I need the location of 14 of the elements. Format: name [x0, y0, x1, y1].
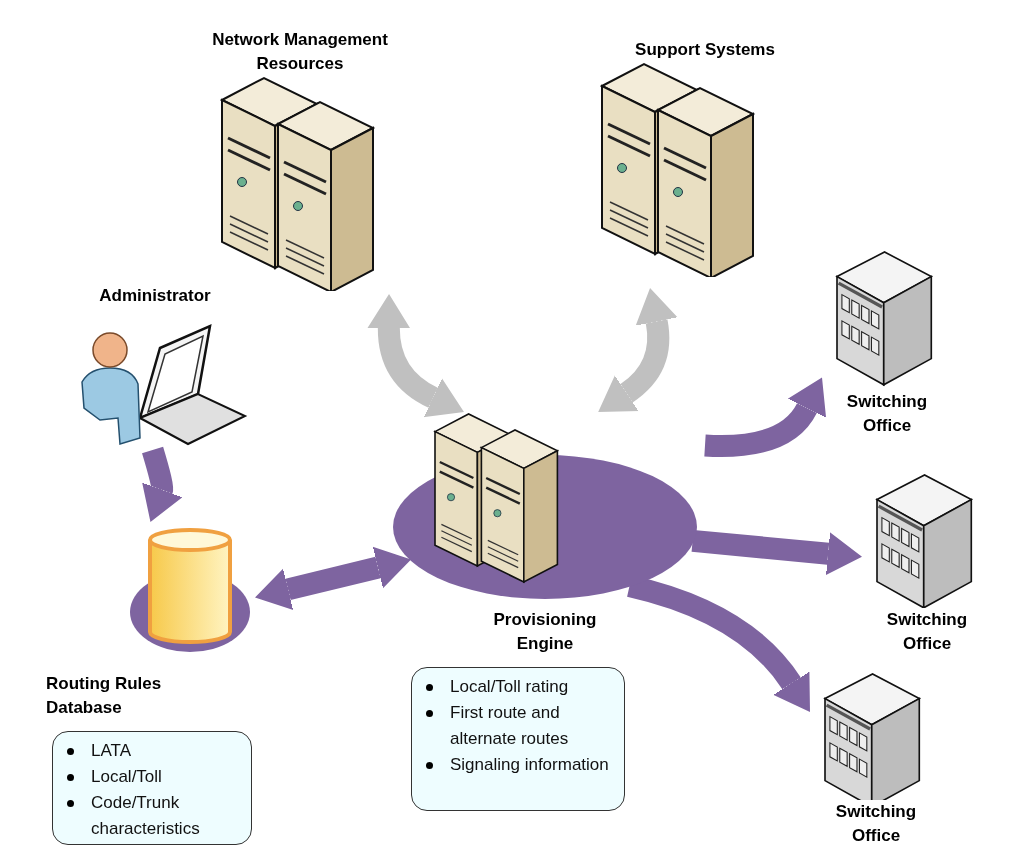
node-title: Administrator — [99, 285, 211, 307]
node-title: Provisioning Engine — [492, 609, 598, 655]
node-title: Switching Office — [845, 391, 929, 437]
node-title: Switching Office — [885, 609, 969, 655]
node-title: Routing Rules Database — [46, 673, 163, 719]
bullet-item: Signaling information — [450, 755, 609, 774]
bullet-item: Local/Toll rating — [450, 677, 569, 696]
node-title: Support Systems — [635, 39, 775, 61]
bullet-item: First route and alternate routes — [450, 703, 569, 748]
bullet-item: LATA — [91, 741, 131, 760]
bullet-item: Code/Trunk characteristics — [91, 793, 200, 838]
node-title: Switching Office — [834, 801, 918, 847]
bullet-item: Local/Toll — [91, 767, 162, 786]
node-title: Network Management Resources — [211, 29, 389, 75]
